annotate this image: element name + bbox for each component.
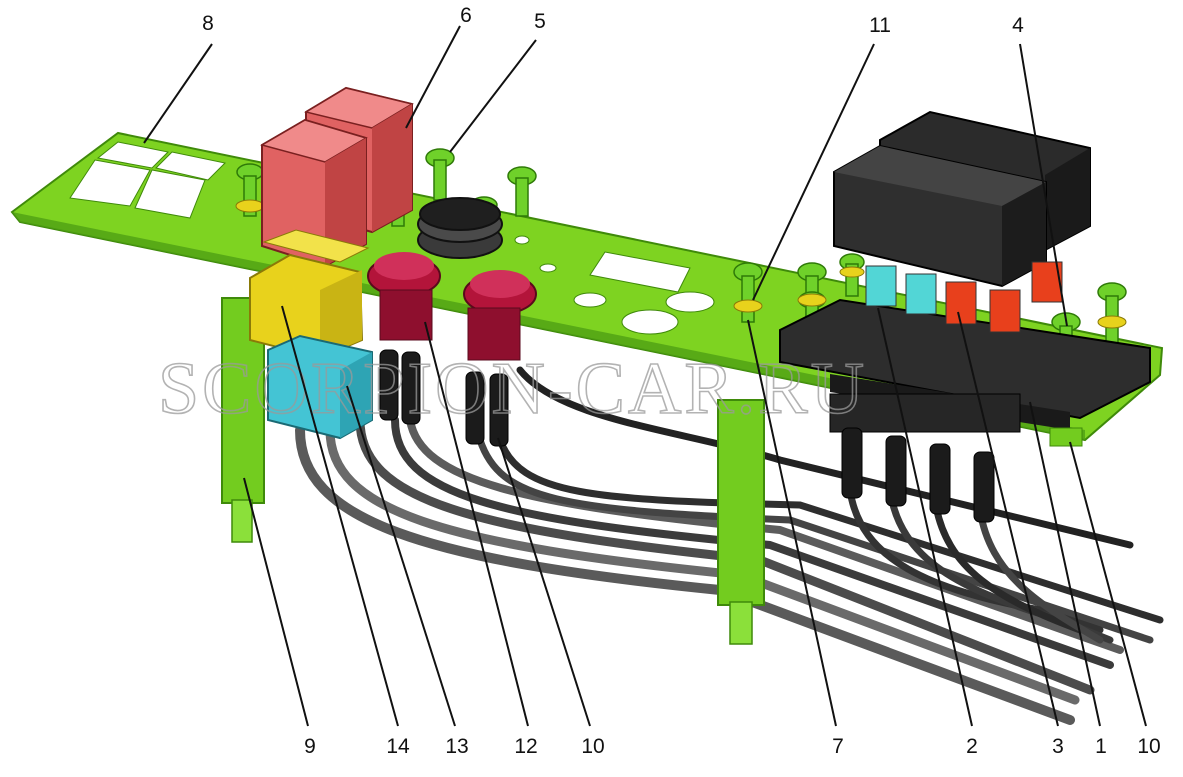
standoff-left [221, 297, 265, 543]
callout-3: 3 [1052, 735, 1064, 758]
callout-11: 11 [869, 14, 891, 37]
callout-4: 4 [1012, 14, 1024, 37]
leader-2 [877, 307, 973, 727]
callout-14: 14 [386, 735, 410, 758]
push-button-left [367, 252, 441, 341]
standoff-right [717, 399, 765, 645]
fastener-bottom-right [1049, 427, 1083, 447]
leader-8 [143, 43, 213, 144]
relay-red-rear [304, 86, 414, 234]
leader-4 [1019, 43, 1068, 327]
leader-10a [497, 437, 591, 727]
leader-11 [752, 43, 875, 301]
callout-6: 6 [460, 4, 472, 27]
callout-12: 12 [514, 735, 537, 758]
callout-9: 9 [304, 735, 316, 758]
leader-1 [1029, 401, 1101, 727]
callout-10a: 10 [581, 735, 604, 758]
leader-7 [747, 319, 837, 727]
callout-2: 2 [966, 735, 978, 758]
callout-1: 1 [1095, 735, 1107, 758]
push-button-right [463, 270, 537, 361]
relay-red-front [260, 118, 368, 268]
relay-socket-yellow [249, 229, 370, 360]
callout-labels: 8 6 5 11 4 9 14 13 12 10 7 2 3 1 10 [202, 4, 1161, 758]
leader-9 [243, 477, 309, 727]
leader-14 [281, 305, 399, 727]
leader-3 [957, 311, 1059, 727]
leader-lines [143, 25, 1147, 727]
fuse-box-base [779, 298, 1151, 433]
screw-top-5 [425, 148, 455, 201]
leader-10b [1069, 441, 1147, 727]
washers [235, 199, 1127, 357]
callout-8: 8 [202, 12, 214, 35]
leader-6 [405, 25, 461, 129]
callout-13: 13 [445, 735, 468, 758]
leader-5 [449, 39, 537, 153]
connector-block-cyan [267, 334, 373, 440]
leader-12 [424, 321, 529, 727]
watermark: SCORPION-CAR.RU [158, 348, 867, 430]
callout-5: 5 [534, 10, 546, 33]
blade-fuses [865, 261, 1063, 333]
grommet [417, 197, 503, 259]
callout-7: 7 [832, 735, 844, 758]
fuse-box-boots [841, 427, 995, 523]
leader-13 [346, 385, 456, 727]
screw-top-2 [507, 166, 537, 217]
wire-boots [379, 349, 509, 447]
callout-10b: 10 [1137, 735, 1160, 758]
